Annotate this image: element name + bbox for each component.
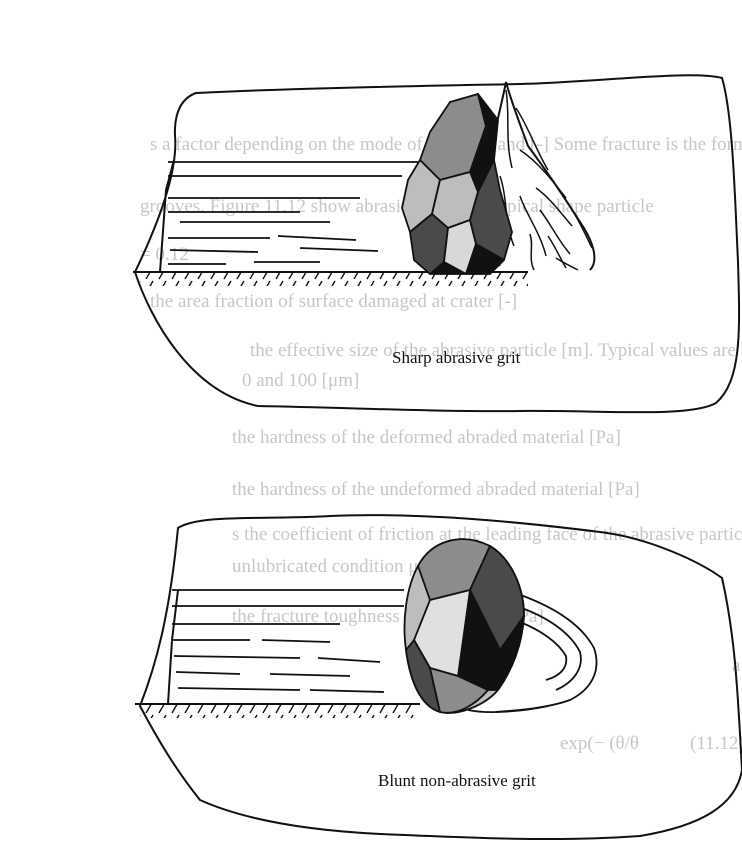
blunt-groove-wall xyxy=(168,590,178,704)
blunt-surface-hatching xyxy=(140,705,416,718)
blunt-grit-particle xyxy=(405,539,525,713)
sharp-groove-lines xyxy=(168,162,418,264)
sharp-surface-hatching xyxy=(140,273,528,286)
sharp-grit-particle xyxy=(402,94,512,274)
blunt-grit-caption: Blunt non-abrasive grit xyxy=(378,771,536,791)
sharp-grit-caption: Sharp abrasive grit xyxy=(392,348,520,368)
blunt-groove-lines xyxy=(172,590,404,692)
